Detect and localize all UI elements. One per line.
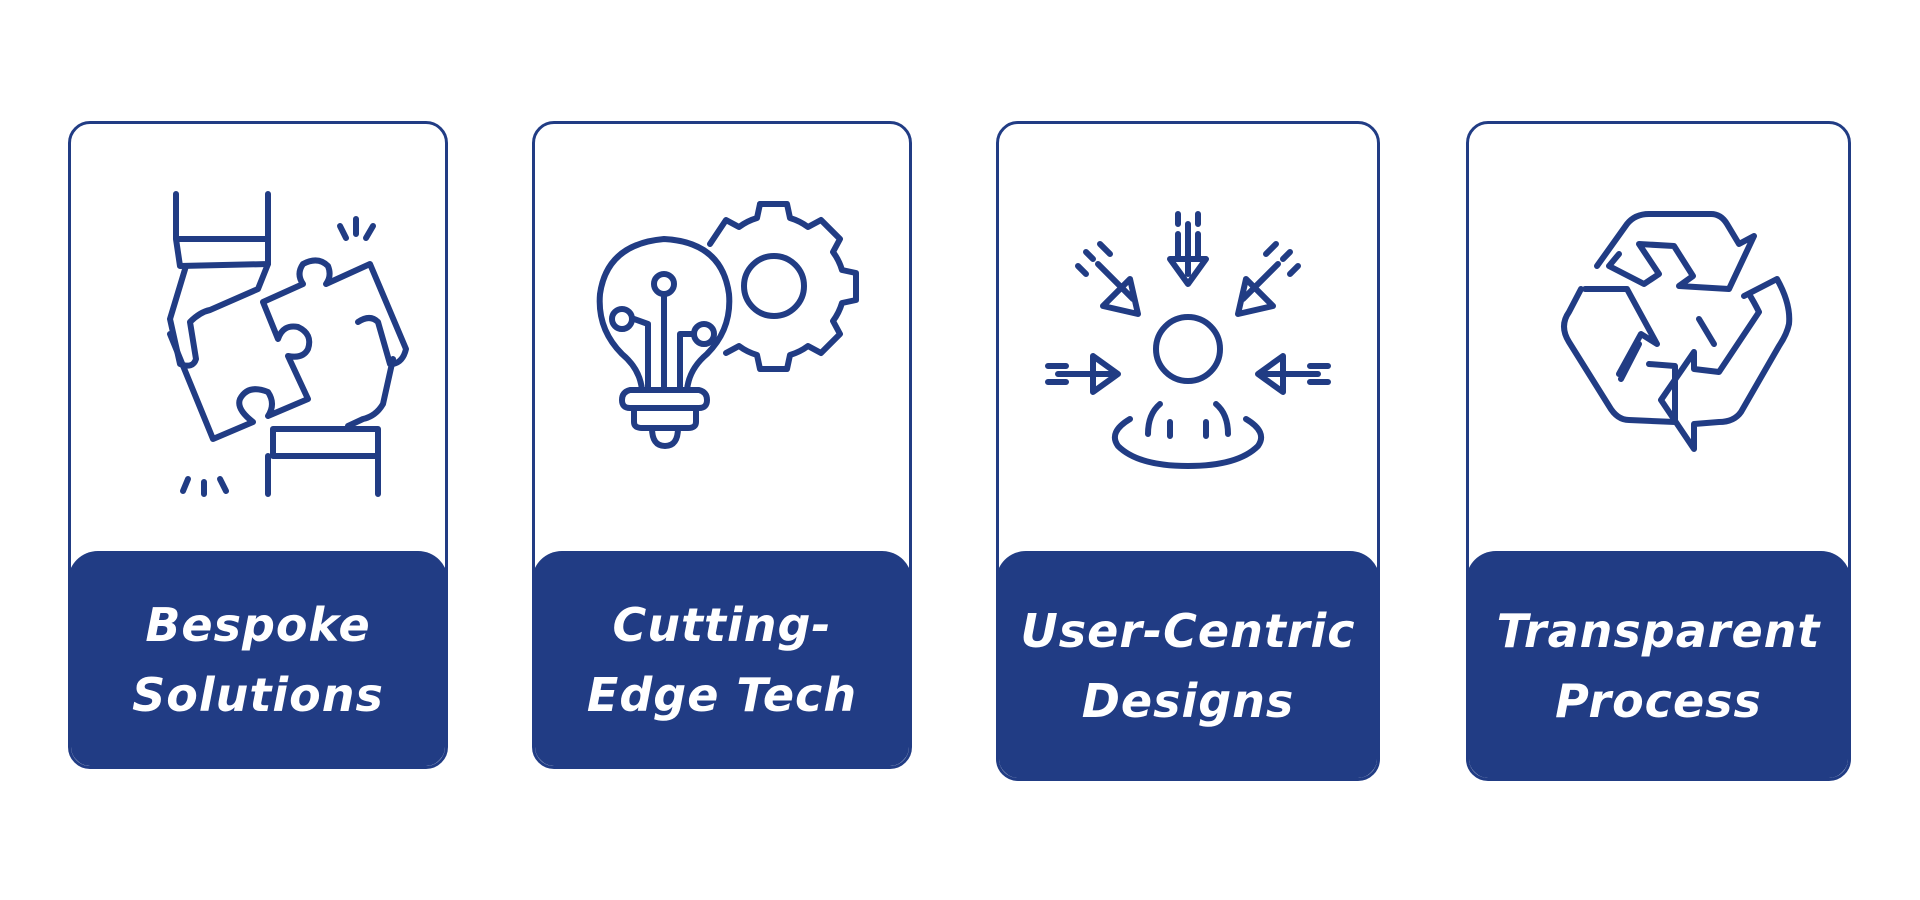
feature-card-transparent-process: Transparent Process <box>1466 121 1851 781</box>
label-panel: Bespoke Solutions <box>71 551 445 766</box>
card-label: Cutting- Edge Tech <box>577 590 867 730</box>
feature-card-cutting-edge-tech: Cutting- Edge Tech <box>532 121 912 769</box>
card-label-line2: Solutions <box>132 668 384 722</box>
card-label-line1: Cutting- <box>612 598 832 652</box>
card-label: User-Centric Designs <box>1010 596 1365 736</box>
card-label-line2: Edge Tech <box>586 668 858 722</box>
icon-area <box>1469 194 1848 494</box>
label-panel: Cutting- Edge Tech <box>535 551 909 766</box>
card-label-line2: Designs <box>1081 674 1295 728</box>
card-label-line1: Transparent <box>1496 604 1821 658</box>
card-label-line1: Bespoke <box>145 598 371 652</box>
user-focus-arrows-icon <box>1045 211 1331 469</box>
card-label: Transparent Process <box>1487 596 1831 736</box>
feature-card-user-centric-designs: User-Centric Designs <box>996 121 1380 781</box>
card-label: Bespoke Solutions <box>122 590 394 730</box>
icon-area <box>535 194 909 494</box>
label-panel: Transparent Process <box>1469 551 1848 778</box>
feature-card-bespoke-solutions: Bespoke Solutions <box>68 121 448 769</box>
icon-area <box>999 194 1377 494</box>
puzzle-hands-icon <box>167 191 409 497</box>
icon-area <box>71 191 445 497</box>
recycle-arrows-icon <box>1560 211 1792 452</box>
card-label-line2: Process <box>1555 674 1762 728</box>
lightbulb-gear-icon <box>596 201 859 449</box>
label-panel: User-Centric Designs <box>999 551 1377 778</box>
card-label-line1: User-Centric <box>1020 604 1356 658</box>
